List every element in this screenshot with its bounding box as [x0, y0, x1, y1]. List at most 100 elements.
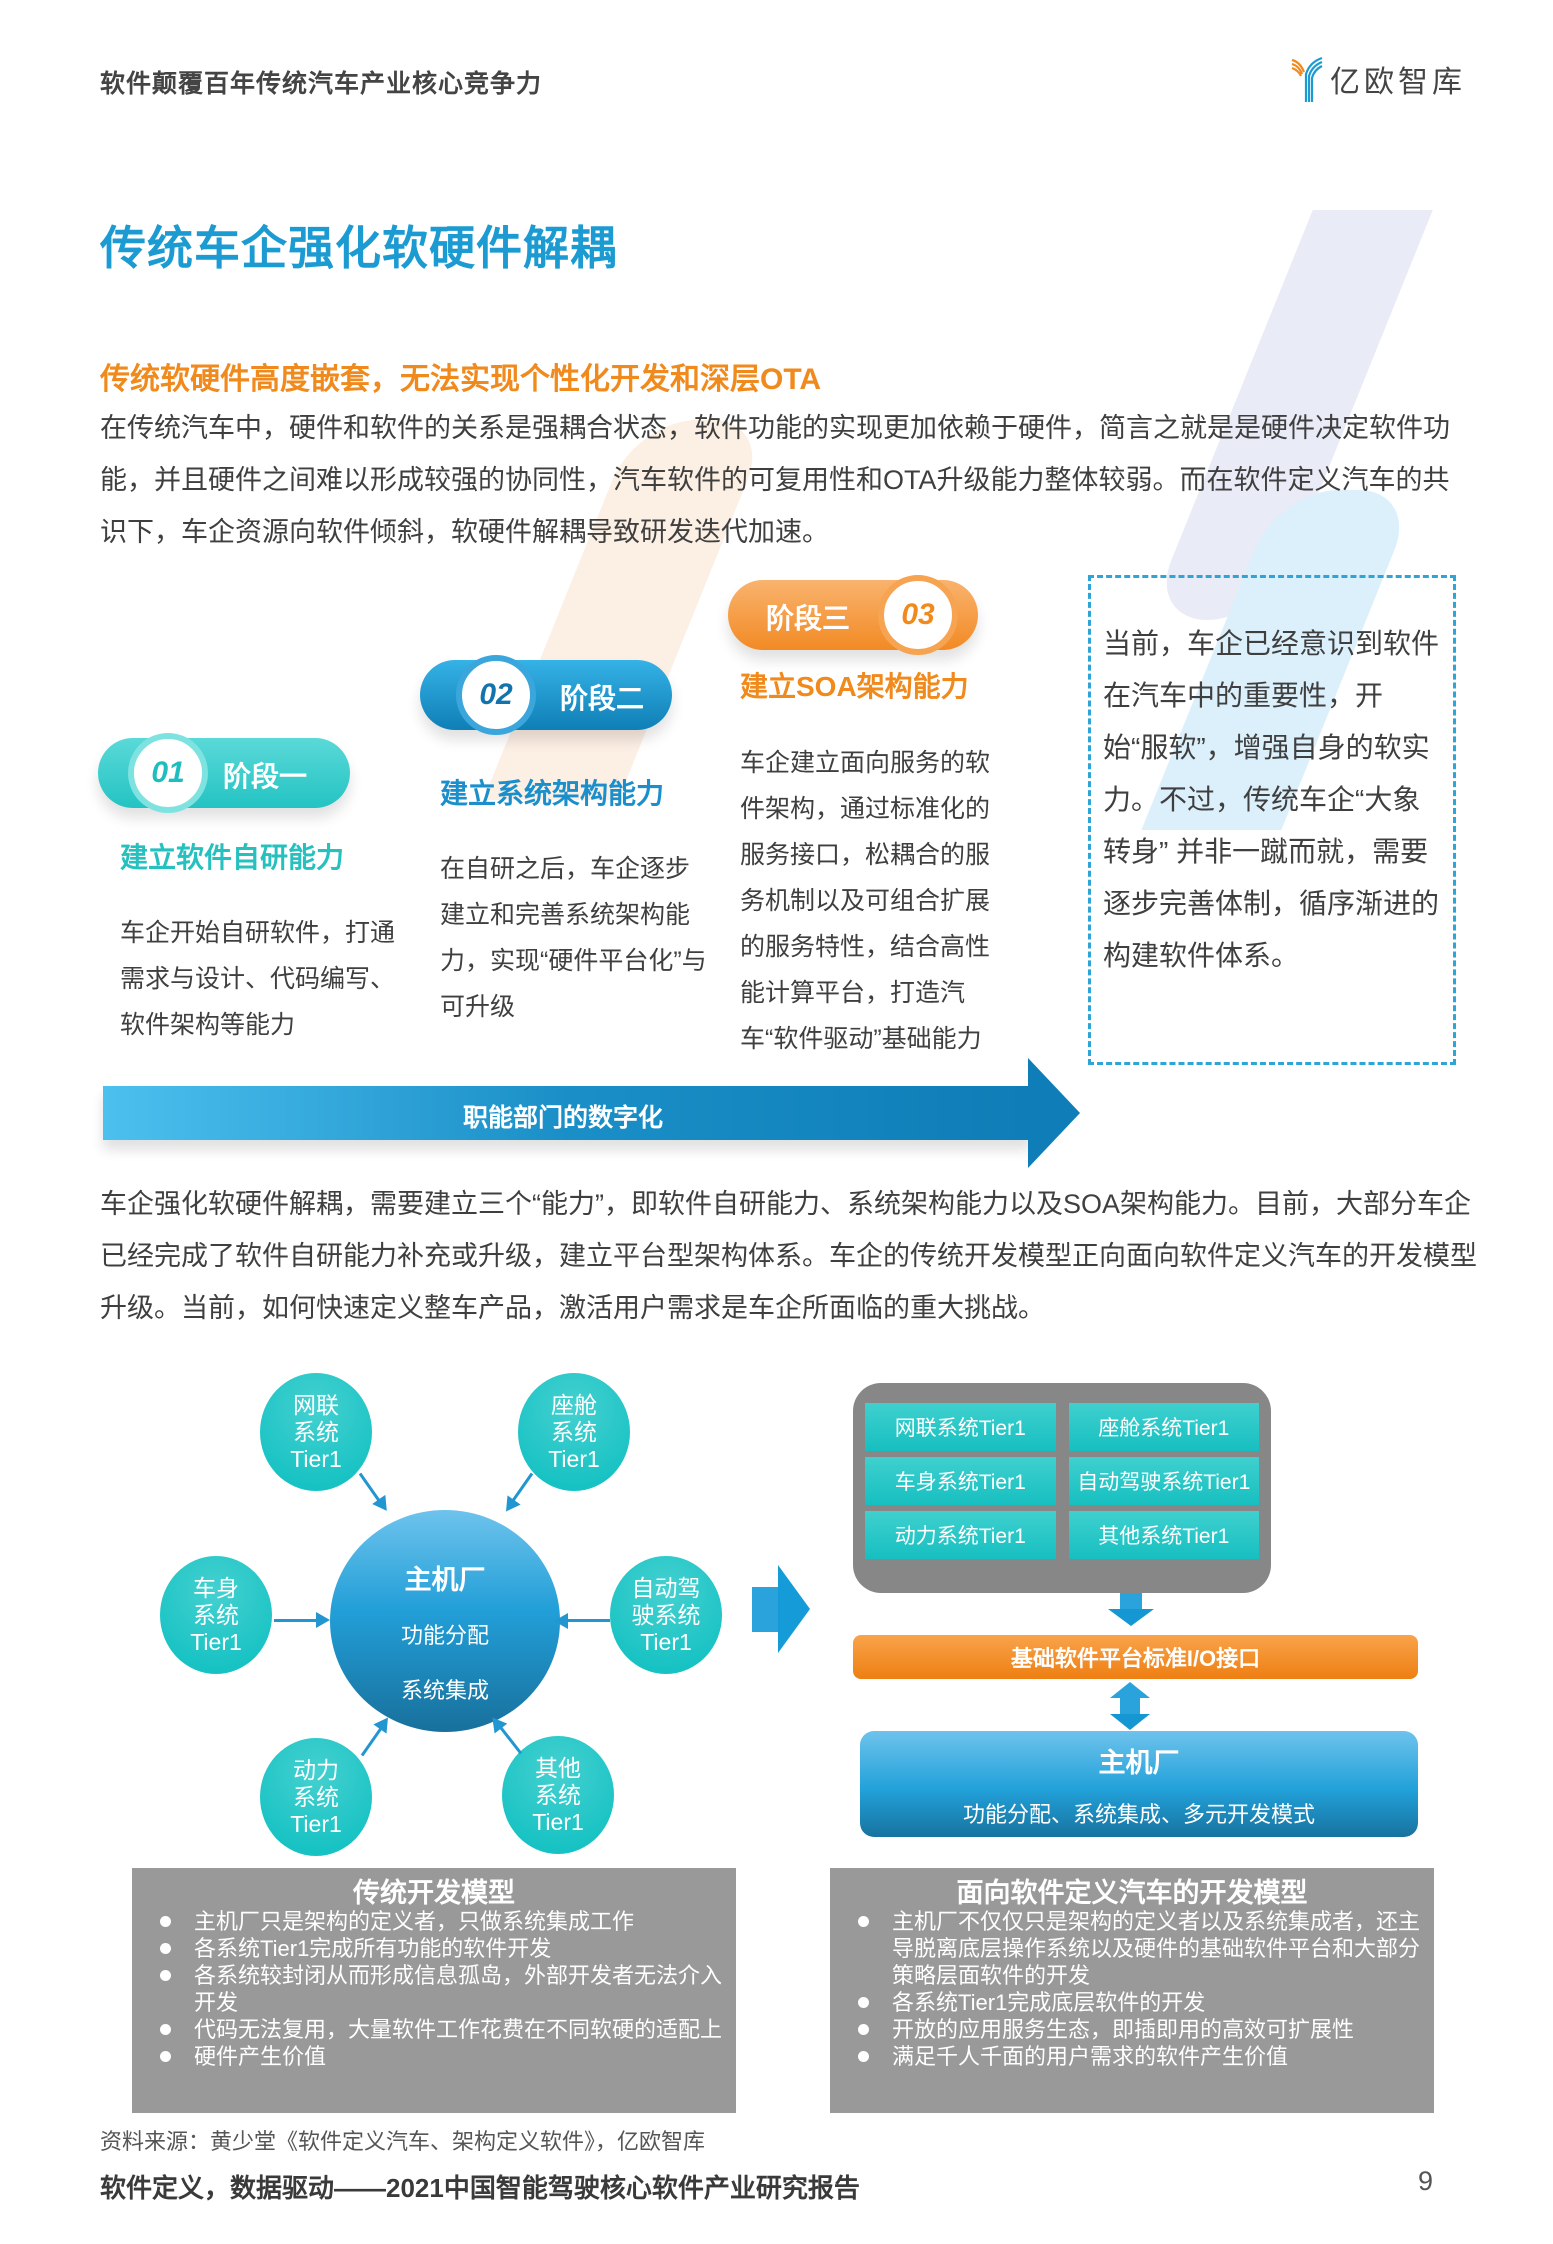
stage-3-label: 阶段三 [766, 603, 851, 634]
satellite-text: 系统 [535, 1781, 581, 1808]
page-number: 9 [1418, 2166, 1434, 2196]
logo-text: 亿欧智库 [1330, 65, 1466, 100]
satellite-text: 动力 [293, 1756, 339, 1783]
stage-3-number: 03 [878, 575, 958, 655]
list-item: 各系统Tier1完成底层软件的开发 [852, 1989, 1434, 2016]
tier-cell: 车身系统Tier1 [865, 1457, 1056, 1505]
satellite-text: 系统 [551, 1418, 597, 1445]
satellite-text: 驶系统 [631, 1601, 701, 1628]
stage-1-label: 阶段一 [223, 761, 308, 792]
satellite-text: 系统 [193, 1601, 239, 1628]
oem-title: 主机厂 [1098, 1748, 1180, 1778]
satellite-cockpit: 座舱 系统 Tier1 [518, 1373, 630, 1491]
hub-title: 主机厂 [404, 1565, 486, 1595]
transition-arrow-head [778, 1565, 810, 1653]
satellite-text: Tier1 [532, 1808, 584, 1835]
arrow-up-head [1110, 1682, 1150, 1698]
arrow-down-shaft [1120, 1593, 1142, 1610]
transition-arrow-shaft [752, 1587, 780, 1632]
stage-1-body: 车企开始自研软件，打通需求与设计、代码编写、软件架构等能力 [120, 919, 396, 1039]
stage-1-number: 01 [128, 733, 208, 813]
list-item: 满足千人千面的用户需求的软件产生价值 [852, 2043, 1434, 2070]
satellite-text: 车身 [193, 1574, 239, 1601]
hub-center-oem: 主机厂 功能分配 系统集成 [330, 1510, 560, 1732]
arrow-connector-icon [358, 1472, 385, 1508]
intro-paragraph: 在传统汽车中，硬件和软件的关系是强耦合状态，软件功能的实现更加依赖于硬件，简言之… [100, 413, 1450, 547]
stage-2-body: 在自研之后，车企逐步建立和完善系统架构能力，实现“硬件平台化”与可升级 [440, 855, 707, 1021]
list-item: 主机厂只是架构的定义者，只做系统集成工作 [154, 1908, 736, 1935]
stage-1-heading: 建立软件自研能力 [120, 842, 345, 873]
arrow-down-head [1108, 1609, 1154, 1626]
page-title: 传统车企强化软硬件解耦 [100, 222, 617, 274]
source-note: 资料来源：黄少堂《软件定义汽车、架构定义软件》，亿欧智库 [100, 2129, 706, 2154]
list-item: 代码无法复用，大量软件工作花费在不同软硬的适配上 [154, 2016, 736, 2043]
arrow-down-head [1110, 1714, 1150, 1730]
hub-line-2: 系统集成 [400, 1678, 489, 1703]
footer-report-title: 软件定义，数据驱动——2021中国智能驾驶核心软件产业研究报告 [100, 2173, 860, 2203]
satellite-text: 系统 [293, 1783, 339, 1810]
callout-box: 当前，车企已经意识到软件在汽车中的重要性，开始“服软”，增强自身的软实力。不过，… [1088, 575, 1456, 1065]
list-item: 开放的应用服务生态，即插即用的高效可扩展性 [852, 2016, 1434, 2043]
traditional-model-list: 主机厂只是架构的定义者，只做系统集成工作 各系统Tier1完成所有功能的软件开发… [132, 1908, 736, 2070]
document-header-title: 软件颠覆百年传统汽车产业核心竞争力 [100, 70, 543, 98]
tier-cell: 其他系统Tier1 [1068, 1511, 1259, 1559]
traditional-model-title: 传统开发模型 [353, 1878, 515, 1908]
sdv-model-title: 面向软件定义汽车的开发模型 [956, 1878, 1308, 1908]
progress-arrow-shaft [103, 1086, 1031, 1140]
summary-paragraph: 车企强化软硬件解耦，需要建立三个“能力”，即软件自研能力、系统架构能力以及SOA… [100, 1189, 1477, 1323]
satellite-text: 网联 [293, 1391, 339, 1418]
satellite-text: Tier1 [190, 1628, 242, 1655]
list-item: 硬件产生价值 [154, 2043, 736, 2070]
satellite-text: 自动驾 [631, 1574, 701, 1601]
stage-3-badge: 阶段三 03 [728, 575, 978, 655]
stage-1-badge: 01 阶段一 [98, 733, 350, 813]
arrow-mid-shaft [1120, 1698, 1140, 1714]
oem-box: 主机厂 功能分配、系统集成、多元开发模式 [860, 1731, 1418, 1837]
tier1-panel: 网联系统Tier1 座舱系统Tier1 车身系统Tier1 自动驾驶系统Tier… [853, 1383, 1271, 1593]
satellite-text: 座舱 [551, 1391, 597, 1418]
hub-line-1: 功能分配 [400, 1623, 489, 1648]
stage-2-label: 阶段二 [560, 683, 645, 714]
io-interface-bar: 基础软件平台标准I/O接口 [853, 1635, 1418, 1679]
arrow-up-down-icon [1110, 1682, 1150, 1730]
stage-3-heading: 建立SOA架构能力 [740, 671, 969, 702]
satellite-text: Tier1 [290, 1445, 342, 1472]
stage-2-heading: 建立系统架构能力 [440, 778, 665, 809]
satellite-other: 其他 系统 Tier1 [502, 1736, 614, 1854]
satellite-text: 系统 [293, 1418, 339, 1445]
callout-text: 当前，车企已经意识到软件在汽车中的重要性，开始“服软”，增强自身的软实力。不过，… [1103, 628, 1440, 971]
tier-cell: 网联系统Tier1 [865, 1403, 1056, 1451]
oem-subtitle: 功能分配、系统集成、多元开发模式 [962, 1802, 1315, 1827]
tier-cell: 动力系统Tier1 [865, 1511, 1056, 1559]
stage-2-number: 02 [456, 655, 536, 735]
stage-2-badge: 02 阶段二 [420, 655, 672, 735]
arrow-down-icon [1108, 1593, 1154, 1629]
progress-arrow-label: 职能部门的数字化 [463, 1104, 664, 1132]
stage-3-body: 车企建立面向服务的软件架构，通过标准化的服务接口，松耦合的服务机制以及可组合扩展… [740, 749, 991, 1053]
tier-cell: 座舱系统Tier1 [1068, 1403, 1259, 1451]
tier-cell: 自动驾驶系统Tier1 [1068, 1457, 1259, 1505]
arrow-connector-icon [560, 1619, 610, 1622]
arrow-right-icon [1028, 1058, 1080, 1168]
satellite-text: Tier1 [290, 1810, 342, 1837]
satellite-text: 其他 [535, 1754, 581, 1781]
satellite-autonomous-driving: 自动驾 驶系统 Tier1 [610, 1556, 722, 1674]
traditional-model-box: 传统开发模型 主机厂只是架构的定义者，只做系统集成工作 各系统Tier1完成所有… [132, 1868, 736, 2113]
list-item: 各系统Tier1完成所有功能的软件开发 [154, 1935, 736, 1962]
logo-mark-icon [1291, 56, 1323, 102]
satellite-body: 车身 系统 Tier1 [160, 1556, 272, 1674]
list-item: 主机厂不仅仅只是架构的定义者以及系统集成者，还主导脱离底层操作系统以及硬件的基础… [852, 1908, 1434, 1989]
satellite-powertrain: 动力 系统 Tier1 [260, 1738, 372, 1856]
arrow-connector-icon [507, 1472, 534, 1508]
arrow-connector-icon [360, 1721, 387, 1757]
brand-logo: 亿欧智库 [1290, 56, 1466, 102]
arrow-connector-icon [495, 1721, 523, 1755]
transition-arrow-icon [752, 1565, 812, 1655]
satellite-text: Tier1 [548, 1445, 600, 1472]
sdv-model-list: 主机厂不仅仅只是架构的定义者以及系统集成者，还主导脱离底层操作系统以及硬件的基础… [830, 1908, 1434, 2070]
satellite-text: Tier1 [640, 1628, 692, 1655]
sdv-model-box: 面向软件定义汽车的开发模型 主机厂不仅仅只是架构的定义者以及系统集成者，还主导脱… [830, 1868, 1434, 2113]
progress-arrow: 职能部门的数字化 [103, 1058, 1080, 1168]
section-subheading: 传统软硬件高度嵌套，无法实现个性化开发和深层OTA [100, 363, 822, 396]
satellite-connected: 网联 系统 Tier1 [260, 1373, 372, 1491]
